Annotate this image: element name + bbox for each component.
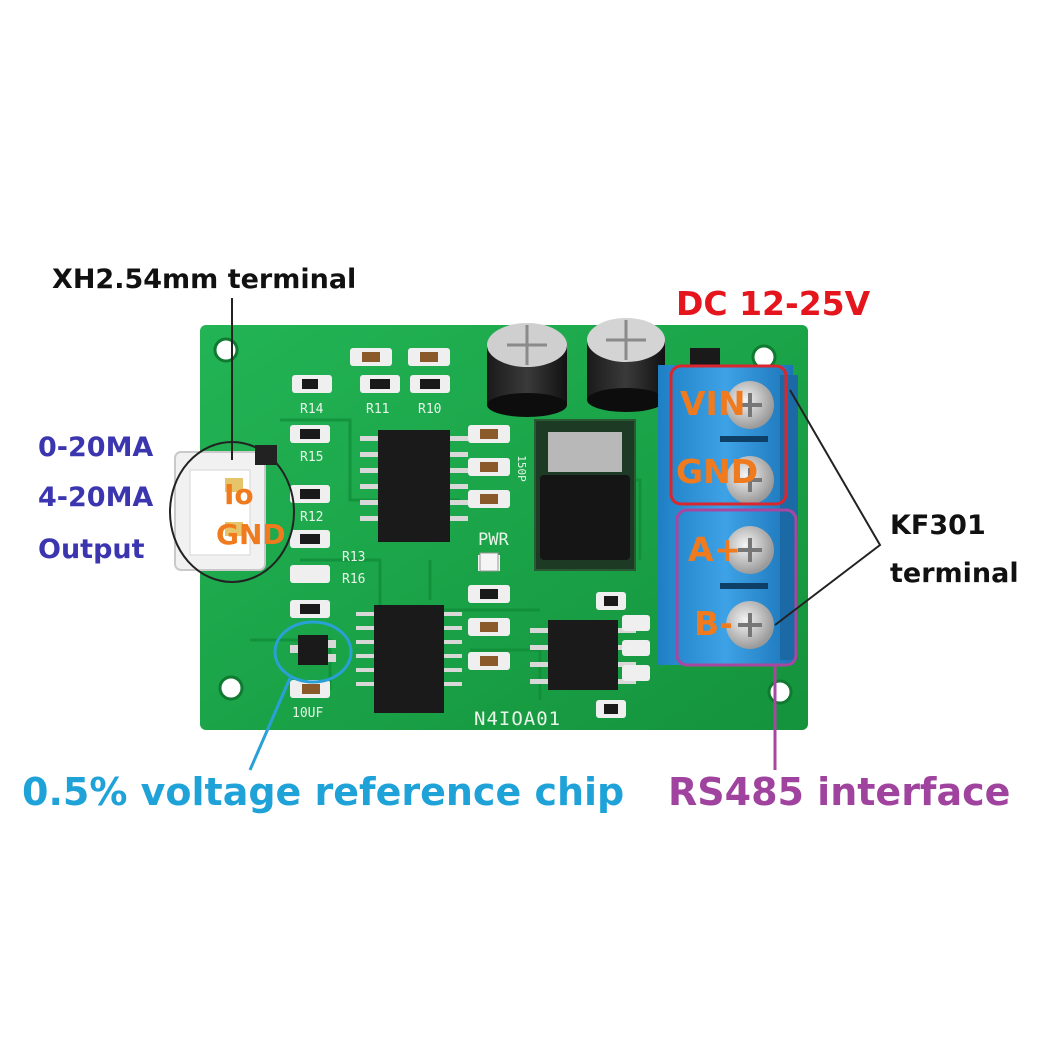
- rs485-highlight-box: [675, 508, 798, 667]
- voltage-reference-label: 0.5% voltage reference chip: [22, 770, 625, 814]
- pin-a-label: A+: [688, 530, 742, 569]
- dc-highlight-box: [669, 364, 788, 506]
- pin-b-label: B-: [694, 604, 733, 643]
- pin-io-label: Io: [224, 478, 254, 511]
- electrolytic-capacitor-1: [487, 323, 567, 417]
- xh-connector: [174, 445, 277, 571]
- vref-callout-line: [248, 677, 292, 771]
- r15-silkscreen: R15: [300, 450, 324, 465]
- ic-chip-rs485: [530, 620, 636, 690]
- output-label-line2: 4-20MA: [38, 482, 154, 513]
- kf301-callout-line: [774, 389, 882, 626]
- xh-terminal-label: XH2.54mm terminal: [52, 264, 357, 295]
- output-label-line1: 0-20MA: [38, 432, 154, 463]
- voltage-regulator: [534, 419, 636, 571]
- kf301-label-line2: terminal: [890, 558, 1019, 589]
- r14-silkscreen: R14: [300, 402, 324, 417]
- cap-150p-silkscreen: 150P: [514, 455, 528, 482]
- r12-silkscreen: R12: [300, 510, 324, 525]
- r10-silkscreen: R10: [418, 402, 442, 417]
- output-label-line3: Output: [38, 534, 145, 565]
- dc-supply-label: DC 12-25V: [676, 284, 871, 323]
- r13-silkscreen: R13: [342, 550, 366, 565]
- voltage-reference-chip: [290, 635, 336, 665]
- r11-silkscreen: R11: [366, 402, 390, 417]
- r16-silkscreen: R16: [342, 572, 366, 587]
- rs485-interface-label: RS485 interface: [668, 770, 1011, 814]
- ic-chip-2: [356, 605, 462, 713]
- pwr-silkscreen: PWR: [478, 530, 509, 550]
- pin-gnd2-label: GND: [676, 452, 759, 491]
- kf301-label-line1: KF301: [890, 510, 986, 541]
- vref-highlight-ellipse: [273, 620, 353, 684]
- smd-components: [290, 348, 650, 718]
- pcb-board: [200, 325, 808, 730]
- pin-gnd-label: GND: [216, 518, 286, 551]
- kf301-terminal-block: [658, 348, 798, 665]
- pin-vin-label: VIN: [680, 384, 746, 423]
- ic-chip-1: [360, 430, 468, 542]
- cap-10uf-silkscreen: 10UF: [292, 706, 324, 721]
- pwr-led: [479, 552, 499, 572]
- electrolytic-capacitor-2: [587, 318, 665, 412]
- model-silkscreen: N4IOA01: [474, 708, 562, 730]
